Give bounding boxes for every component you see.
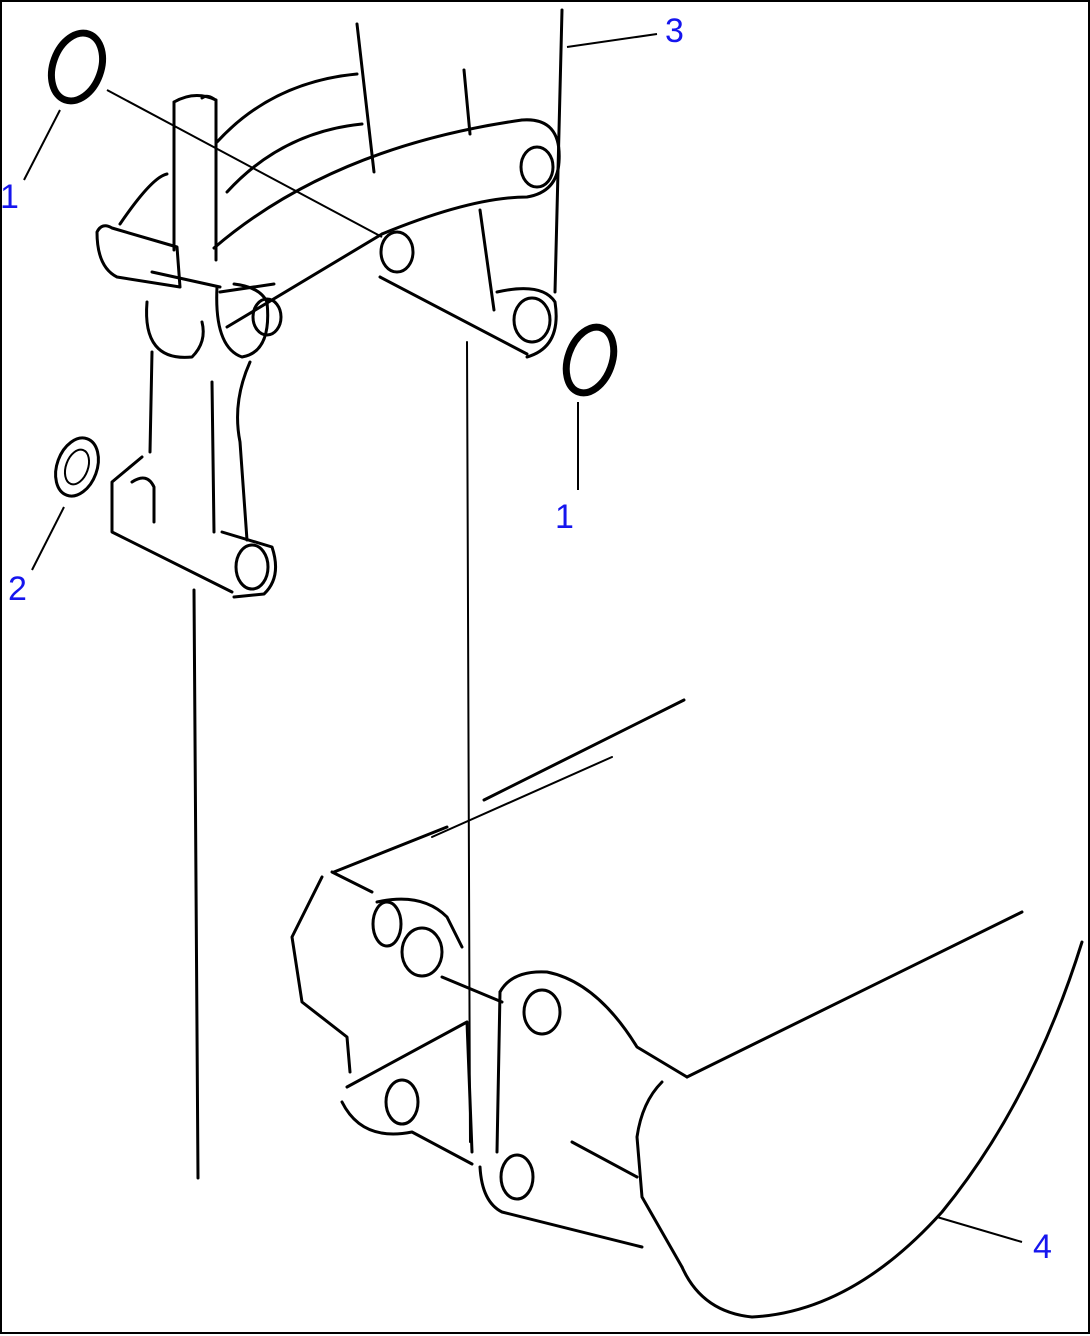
callout-1b: 1 bbox=[555, 498, 574, 536]
o-ring-part bbox=[562, 323, 618, 397]
link-assembly bbox=[95, 72, 561, 599]
arm-part bbox=[192, 8, 564, 1180]
o-ring-part bbox=[47, 29, 383, 238]
callout-2: 2 bbox=[8, 570, 27, 608]
callout-1a: 1 bbox=[2, 178, 19, 216]
bucket-part bbox=[290, 698, 1084, 1319]
callout-3: 3 bbox=[665, 12, 684, 50]
leader-lines bbox=[23, 33, 1023, 1243]
washer-part bbox=[54, 436, 100, 498]
callout-4: 4 bbox=[1033, 1228, 1052, 1266]
